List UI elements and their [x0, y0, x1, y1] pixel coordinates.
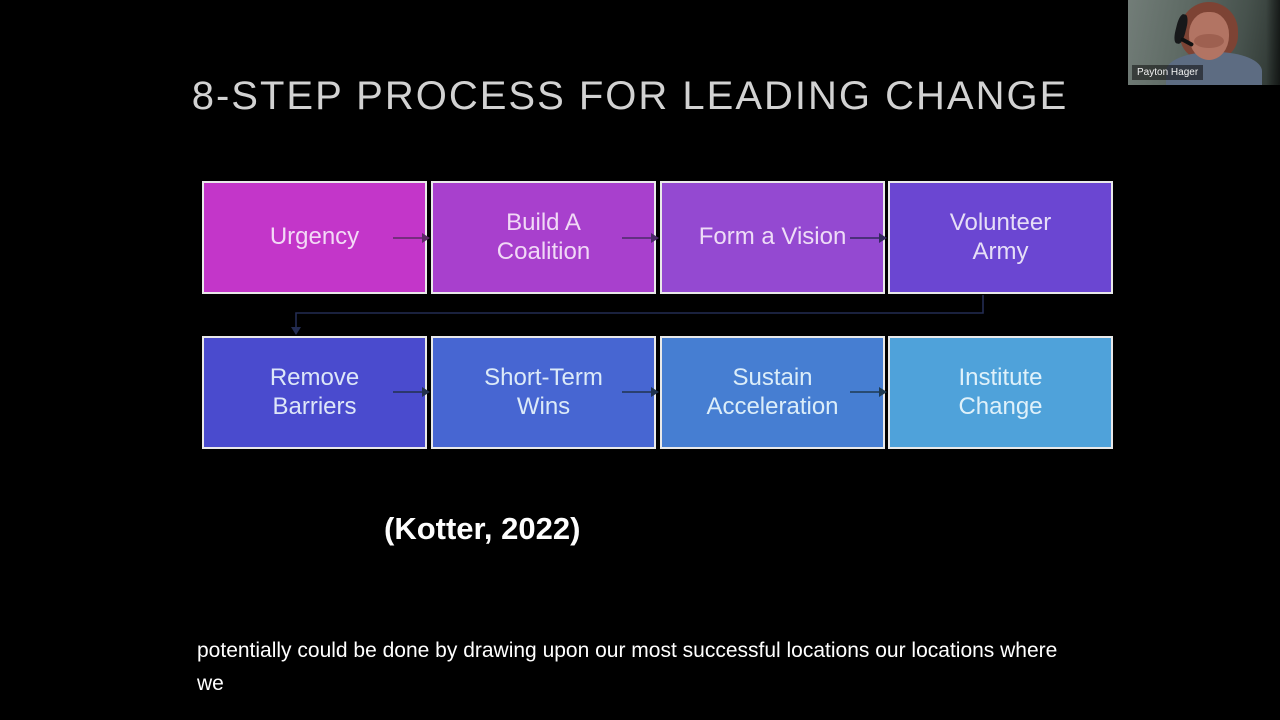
step-box-short-term-wins: Short-Term Wins [431, 336, 656, 449]
caption-line-1: potentially could be done by drawing upo… [197, 639, 1058, 662]
step-label: Short-Term Wins [484, 363, 603, 420]
connector-army-to-barriers [295, 295, 984, 328]
step-box-urgency: Urgency [202, 181, 427, 294]
caption-text: potentially could be done by drawing upo… [197, 634, 1157, 700]
caption-line-2: we [197, 672, 224, 695]
participant-name-label: Payton Hager [1132, 65, 1204, 80]
person-face [1189, 12, 1229, 60]
step-label: Remove Barriers [269, 363, 360, 420]
step-label: Institute Change [958, 363, 1043, 420]
citation-text: (Kotter, 2022) [384, 511, 581, 546]
step-box-sustain-acceleration: Sustain Acceleration [660, 336, 885, 449]
step-box-remove-barriers: Remove Barriers [202, 336, 427, 449]
arrowhead [291, 327, 301, 335]
step-label: Form a Vision [698, 223, 847, 251]
step-label: Volunteer Army [949, 208, 1052, 265]
step-box-build-a-coalition: Build A Coalition [431, 181, 656, 294]
person-face-shadow [1194, 34, 1224, 48]
wall-shadow [1266, 0, 1280, 85]
step-label: Build A Coalition [496, 208, 591, 265]
slide-title: 8-STEP PROCESS FOR LEADING CHANGE [191, 74, 1069, 118]
webcam-video[interactable]: Payton Hager [1128, 0, 1280, 85]
step-label: Sustain Acceleration [706, 363, 839, 420]
step-box-form-a-vision: Form a Vision [660, 181, 885, 294]
step-label: Urgency [269, 223, 360, 251]
step-box-institute-change: Institute Change [888, 336, 1113, 449]
step-box-volunteer-army: Volunteer Army [888, 181, 1113, 294]
